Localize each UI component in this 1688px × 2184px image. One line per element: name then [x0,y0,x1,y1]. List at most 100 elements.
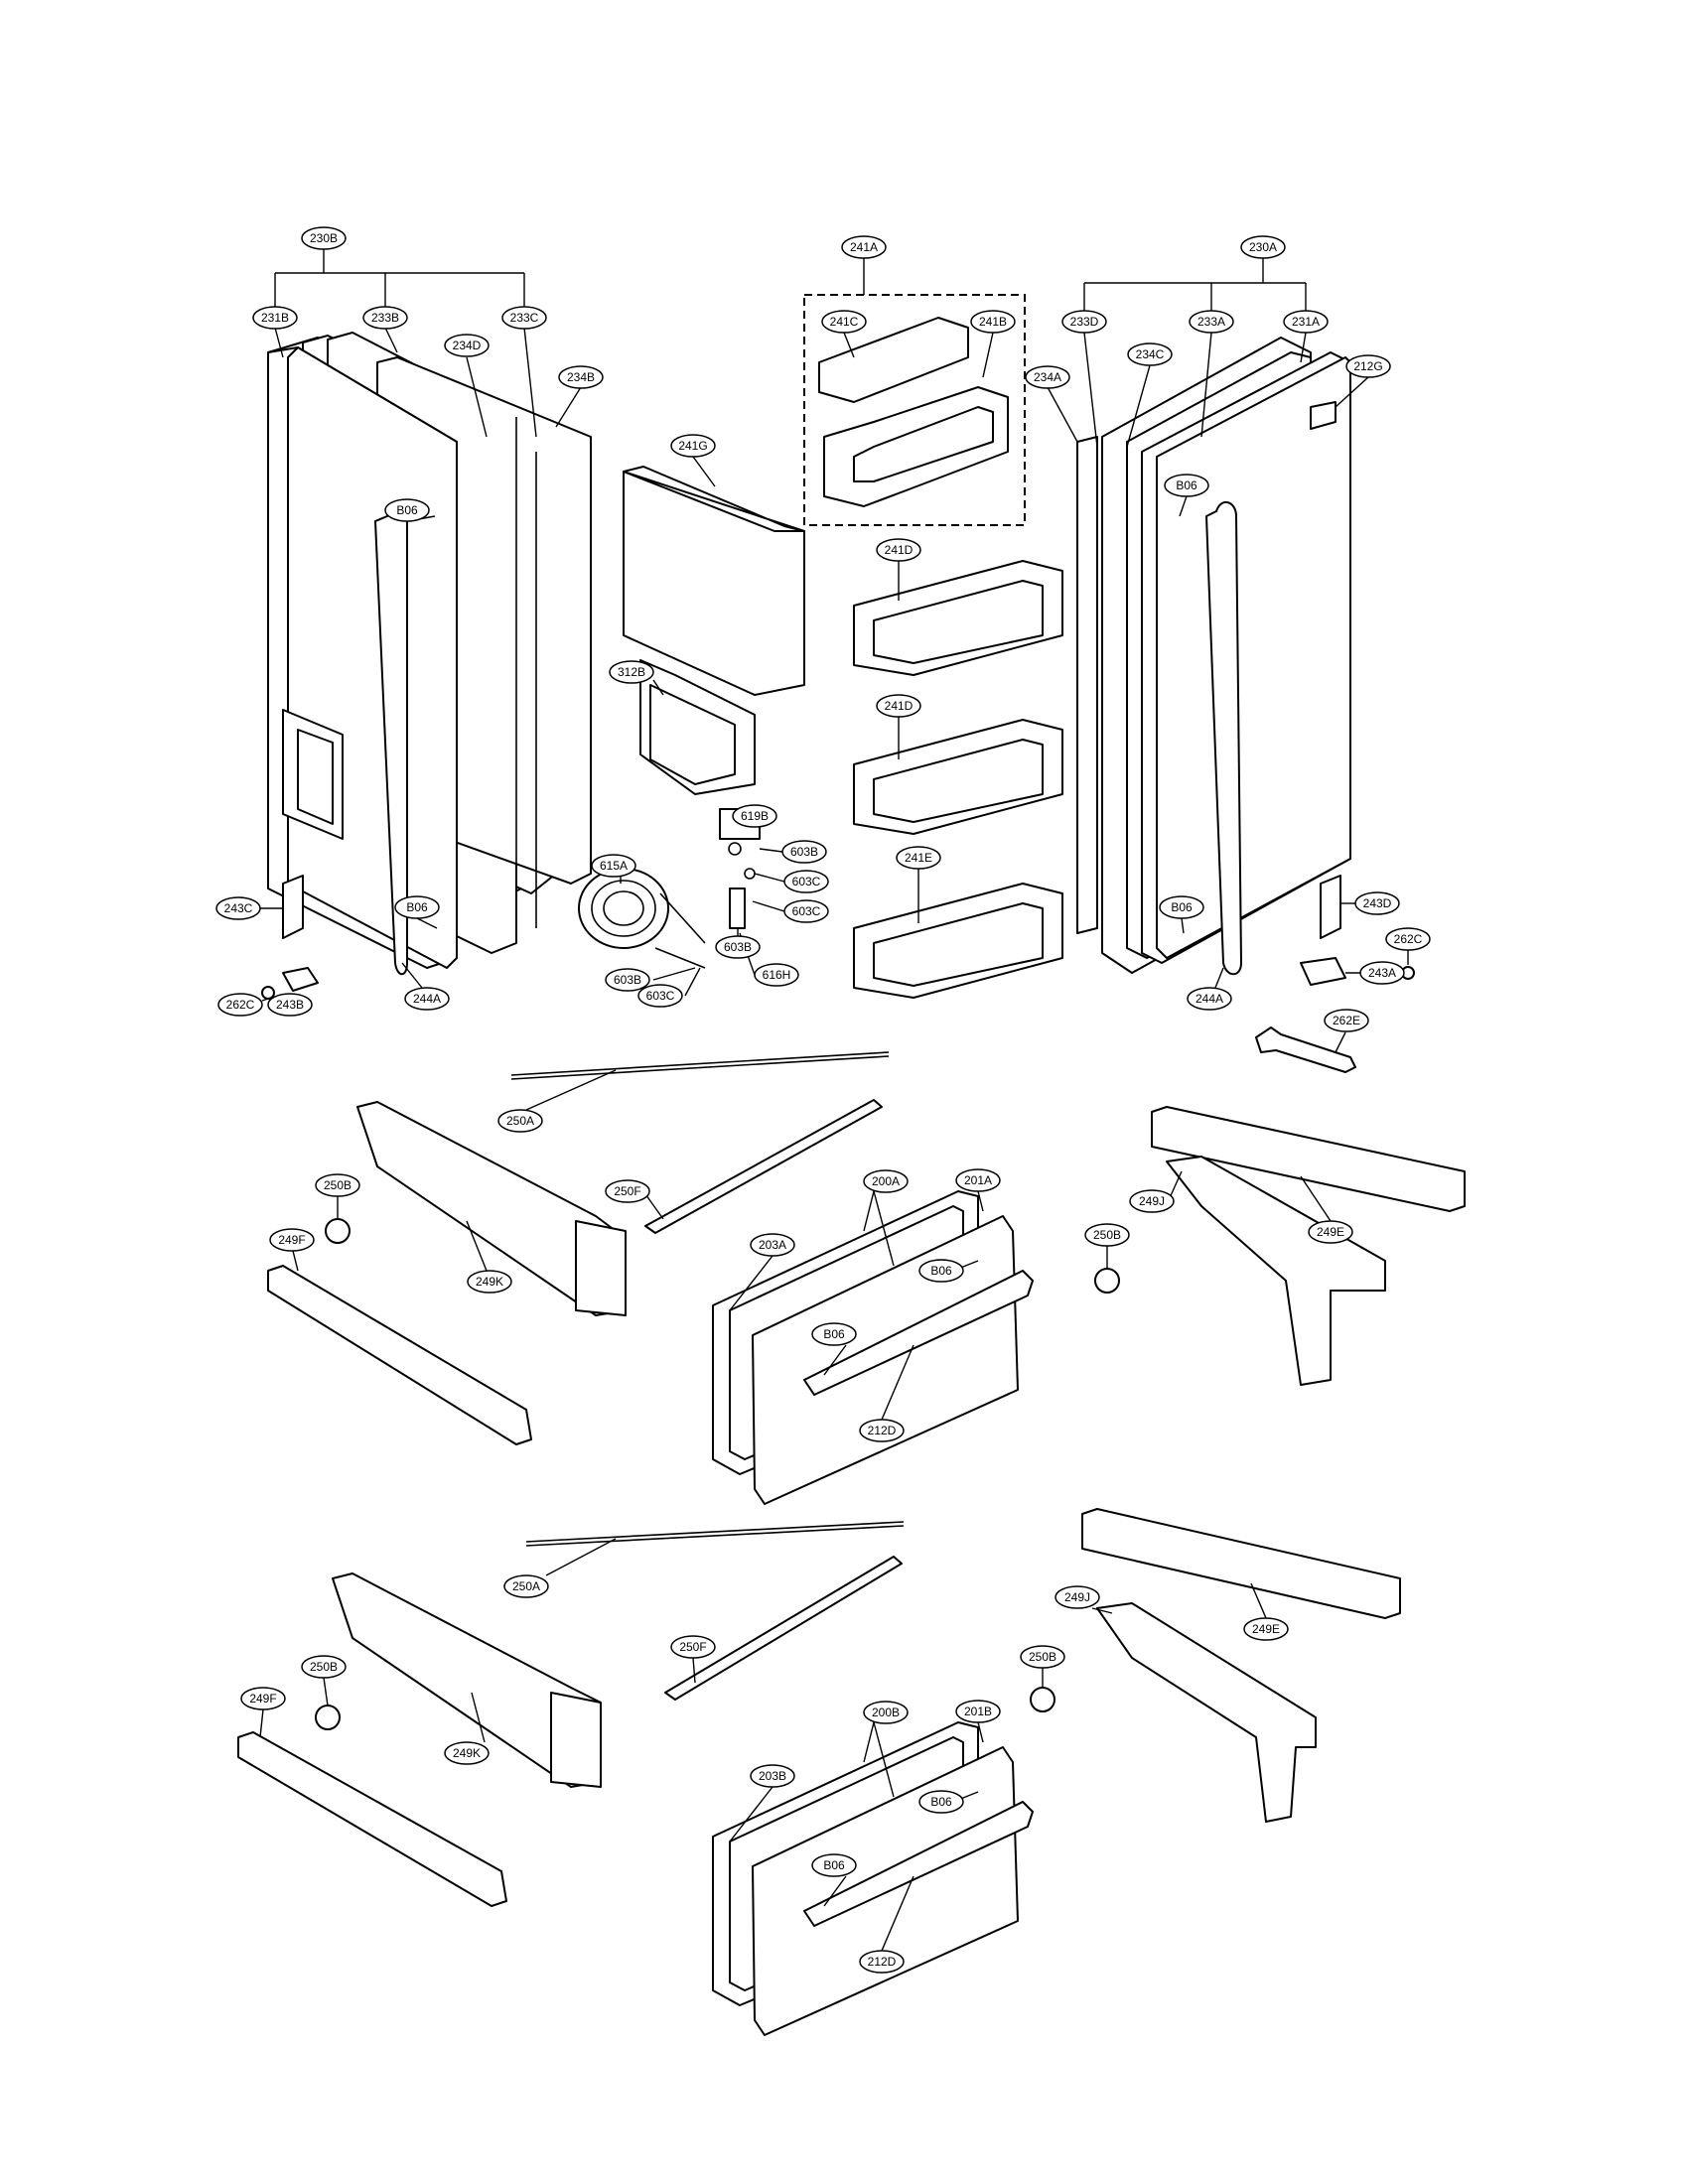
callout-243a: 243A [1359,961,1405,985]
svg-text:250F: 250F [679,1640,706,1654]
callout-212d-2: 212D [859,1950,905,1974]
svg-text:201B: 201B [964,1705,992,1718]
svg-text:241C: 241C [830,315,859,329]
callout-212g: 212G [1345,354,1391,378]
callout-231b: 231B [252,306,298,330]
callout-241d-2: 241D [876,694,921,718]
svg-text:233B: 233B [371,311,399,325]
upper-drawer-assembly [267,1051,1466,1505]
svg-text:234B: 234B [567,370,595,384]
svg-text:249F: 249F [249,1692,276,1706]
svg-text:233A: 233A [1197,315,1225,329]
callout-250b-1: 250B [315,1173,360,1197]
svg-text:249K: 249K [453,1746,481,1760]
svg-text:233C: 233C [510,311,539,325]
bin-241c [818,317,969,403]
svg-text:231A: 231A [1292,315,1320,329]
callout-b06-g: B06 [918,1790,964,1814]
svg-text:231B: 231B [261,311,289,325]
svg-text:241G: 241G [678,439,707,453]
svg-text:262C: 262C [1394,932,1423,946]
bracket-249j-2 [1096,1602,1317,1823]
callout-234b: 234B [558,365,604,389]
svg-text:603C: 603C [646,989,675,1003]
callout-243b: 243B [267,993,313,1017]
callout-603c-3: 603C [637,984,683,1008]
callout-244a-2: 244A [1187,987,1232,1011]
svg-text:203B: 203B [759,1769,786,1783]
rail-249f-2 [237,1731,507,1907]
callout-262e: 262E [1324,1009,1369,1032]
callout-250b-4: 250B [1020,1645,1065,1669]
svg-text:233D: 233D [1070,315,1099,329]
callout-241a: 241A [841,235,887,259]
strip-250f-2 [664,1556,903,1701]
svg-text:603C: 603C [792,875,821,888]
callout-234c: 234C [1127,342,1173,366]
svg-text:B06: B06 [823,1858,845,1872]
callout-b06-b: B06 [1164,474,1209,497]
callout-200b: 200B [863,1701,909,1724]
callout-616h: 616H [754,963,799,987]
callout-250b-2: 250B [1084,1223,1130,1247]
hinge-243a [1300,957,1346,986]
callout-250f-1: 250F [605,1179,650,1203]
callout-250b-3: 250B [301,1655,347,1679]
svg-text:250A: 250A [506,1114,534,1128]
callout-243c: 243C [215,896,261,920]
callout-234a: 234A [1025,365,1070,389]
svg-text:603B: 603B [790,845,818,859]
hinge-243b [282,967,319,992]
callout-233a: 233A [1189,310,1234,334]
bin-241g [623,471,805,696]
hinge-bracket-243d [1320,875,1341,939]
drawer-handle-212d-1 [803,1270,1034,1396]
callout-603c-1: 603C [783,870,829,893]
svg-text:250B: 250B [1093,1228,1121,1242]
callout-244a-1: 244A [404,987,450,1011]
svg-text:244A: 244A [413,992,441,1006]
callout-233c: 233C [501,306,547,330]
rod-250a-2 [525,1521,905,1543]
right-door-gasket-234a [1076,436,1098,934]
callout-233d: 233D [1061,310,1107,334]
svg-text:250A: 250A [512,1579,540,1593]
svg-text:243A: 243A [1368,966,1396,980]
svg-text:616H: 616H [763,968,791,982]
svg-text:234D: 234D [453,339,482,352]
hinge-bracket-243c [282,875,304,939]
callout-241b: 241B [970,310,1016,334]
svg-text:B06: B06 [930,1264,952,1278]
gear-250b-4 [1030,1687,1055,1712]
callout-241d-1: 241D [876,538,921,562]
callout-b06-d: B06 [1159,895,1204,919]
svg-text:B06: B06 [1176,478,1197,492]
callout-249e-1: 249E [1308,1220,1353,1244]
svg-text:619B: 619B [741,809,769,823]
svg-text:249K: 249K [476,1275,503,1289]
right-door-handle-244a [1205,501,1242,976]
callout-262c-2: 262C [1385,927,1431,951]
callout-249j-1: 249J [1129,1189,1175,1213]
svg-text:250B: 250B [1029,1650,1056,1664]
svg-text:200B: 200B [872,1706,900,1719]
callout-201a: 201A [955,1168,1001,1192]
gear-250b-2 [1094,1268,1120,1294]
callout-615a: 615A [591,854,636,878]
callout-231a: 231A [1283,310,1329,334]
bin-241a-group-outline [803,294,1026,526]
svg-text:243D: 243D [1363,896,1392,910]
svg-text:201A: 201A [964,1173,992,1187]
svg-text:B06: B06 [823,1327,845,1341]
rod-250a-1 [510,1051,890,1076]
svg-text:203A: 203A [759,1238,786,1252]
callout-b06-f: B06 [811,1322,857,1346]
callout-212d-1: 212D [859,1419,905,1442]
svg-text:B06: B06 [1171,900,1193,914]
callout-203b: 203B [750,1764,795,1788]
fitting-616h [729,887,746,929]
left-door-assembly [267,332,592,992]
callout-b06-e: B06 [918,1259,964,1283]
callout-b06-a: B06 [384,498,430,522]
